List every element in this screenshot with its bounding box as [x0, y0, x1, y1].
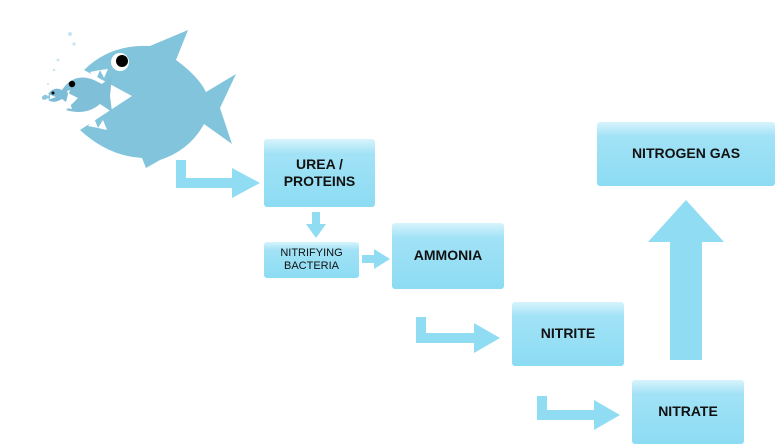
bent-arrow-nitrite-to-nitrate [537, 396, 620, 430]
node-nitrite-label: NITRITE [540, 325, 596, 342]
bent-arrow-fish-to-urea [176, 160, 260, 198]
node-urea-proteins-label: UREA / PROTEINS [283, 155, 356, 190]
node-nitrifying-bacteria: NITRIFYING BACTERIA [264, 242, 359, 278]
fish-eating-fish-icon [42, 30, 236, 168]
node-urea-proteins: UREA / PROTEINS [264, 139, 375, 207]
node-nitrogen-gas: NITROGEN GAS [597, 122, 775, 186]
bent-arrow-ammonia-to-nitrite [416, 317, 500, 353]
up-arrow-nitrate-to-nitrogen-gas [648, 200, 724, 360]
node-nitrate-label: NITRATE [658, 403, 718, 420]
node-nitrogen-gas-label: NITROGEN GAS [631, 145, 741, 162]
node-nitrate: NITRATE [632, 380, 744, 444]
node-nitrite: NITRITE [512, 302, 624, 366]
node-nitrifying-bacteria-label: NITRIFYING BACTERIA [280, 246, 343, 272]
node-ammonia-label: AMMONIA [413, 247, 483, 264]
node-ammonia: AMMONIA [392, 223, 504, 289]
down-arrow-urea-to-bacteria [306, 212, 326, 238]
right-arrow-bacteria-to-ammonia [362, 249, 390, 269]
